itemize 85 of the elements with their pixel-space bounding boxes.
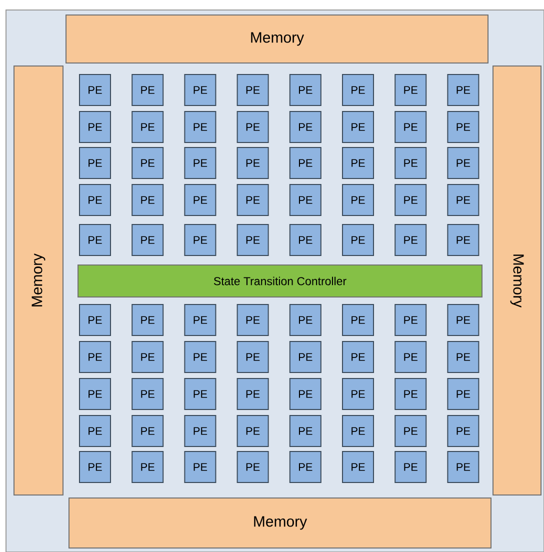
pe-box: PE xyxy=(342,147,374,179)
pe-box: PE xyxy=(342,74,374,106)
pe-box: PE xyxy=(342,111,374,143)
pe-box: PE xyxy=(394,224,427,256)
pe-box: PE xyxy=(342,451,374,483)
pe-box: PE xyxy=(289,147,322,179)
pe-box: PE xyxy=(289,415,322,447)
pe-box: PE xyxy=(394,415,427,447)
pe-box: PE xyxy=(394,184,427,216)
pe-box: PE xyxy=(342,224,374,256)
pe-box: PE xyxy=(394,378,427,410)
pe-box: PE xyxy=(184,378,216,410)
pe-box: PE xyxy=(289,111,322,143)
memory-block: Memory xyxy=(14,66,64,496)
pe-box: PE xyxy=(132,378,164,410)
pe-box: PE xyxy=(132,147,164,179)
pe-box: PE xyxy=(79,341,111,373)
pe-box: PE xyxy=(236,451,269,483)
pe-box: PE xyxy=(447,224,480,256)
pe-box: PE xyxy=(79,304,111,336)
pe-box: PE xyxy=(184,147,216,179)
pe-box: PE xyxy=(132,341,164,373)
pe-box: PE xyxy=(184,415,216,447)
pe-box: PE xyxy=(79,74,111,106)
pe-box: PE xyxy=(289,74,322,106)
pe-box: PE xyxy=(289,304,322,336)
pe-box: PE xyxy=(236,378,269,410)
pe-box: PE xyxy=(447,184,480,216)
pe-box: PE xyxy=(79,415,111,447)
memory-block: Memory xyxy=(68,498,492,548)
pe-box: PE xyxy=(447,415,480,447)
pe-box: PE xyxy=(447,341,480,373)
pe-box: PE xyxy=(236,224,269,256)
pe-box: PE xyxy=(184,341,216,373)
pe-box: PE xyxy=(342,304,374,336)
memory-block: Memory xyxy=(492,66,542,496)
pe-box: PE xyxy=(289,378,322,410)
pe-box: PE xyxy=(184,451,216,483)
pe-box: PE xyxy=(394,341,427,373)
pe-box: PE xyxy=(342,378,374,410)
pe-box: PE xyxy=(236,184,269,216)
pe-box: PE xyxy=(447,111,480,143)
pe-box: PE xyxy=(394,74,427,106)
pe-box: PE xyxy=(184,111,216,143)
pe-box: PE xyxy=(132,304,164,336)
pe-box: PE xyxy=(132,415,164,447)
pe-box: PE xyxy=(79,184,111,216)
pe-box: PE xyxy=(236,74,269,106)
pe-box: PE xyxy=(394,304,427,336)
pe-box: PE xyxy=(236,304,269,336)
pe-box: PE xyxy=(394,451,427,483)
pe-box: PE xyxy=(132,184,164,216)
pe-box: PE xyxy=(289,341,322,373)
pe-box: PE xyxy=(79,147,111,179)
pe-box: PE xyxy=(289,451,322,483)
pe-box: PE xyxy=(184,224,216,256)
pe-box: PE xyxy=(236,111,269,143)
pe-box: PE xyxy=(447,304,480,336)
pe-box: PE xyxy=(132,74,164,106)
pe-box: PE xyxy=(289,184,322,216)
memory-block: Memory xyxy=(66,14,488,64)
pe-box: PE xyxy=(447,378,480,410)
pe-box: PE xyxy=(79,378,111,410)
pe-box: PE xyxy=(236,147,269,179)
pe-box: PE xyxy=(447,74,480,106)
pe-box: PE xyxy=(79,224,111,256)
pe-box: PE xyxy=(394,111,427,143)
pe-box: PE xyxy=(132,224,164,256)
controller-bar: State Transition Controller xyxy=(78,264,482,298)
pe-box: PE xyxy=(184,74,216,106)
pe-box: PE xyxy=(447,147,480,179)
pe-box: PE xyxy=(342,341,374,373)
pe-box: PE xyxy=(394,147,427,179)
pe-box: PE xyxy=(236,415,269,447)
pe-box: PE xyxy=(79,451,111,483)
pe-box: PE xyxy=(289,224,322,256)
pe-box: PE xyxy=(342,415,374,447)
pe-box: PE xyxy=(447,451,480,483)
pe-box: PE xyxy=(132,111,164,143)
pe-box: PE xyxy=(236,341,269,373)
pe-box: PE xyxy=(184,184,216,216)
pe-box: PE xyxy=(342,184,374,216)
pe-box: PE xyxy=(184,304,216,336)
pe-box: PE xyxy=(79,111,111,143)
pe-box: PE xyxy=(132,451,164,483)
